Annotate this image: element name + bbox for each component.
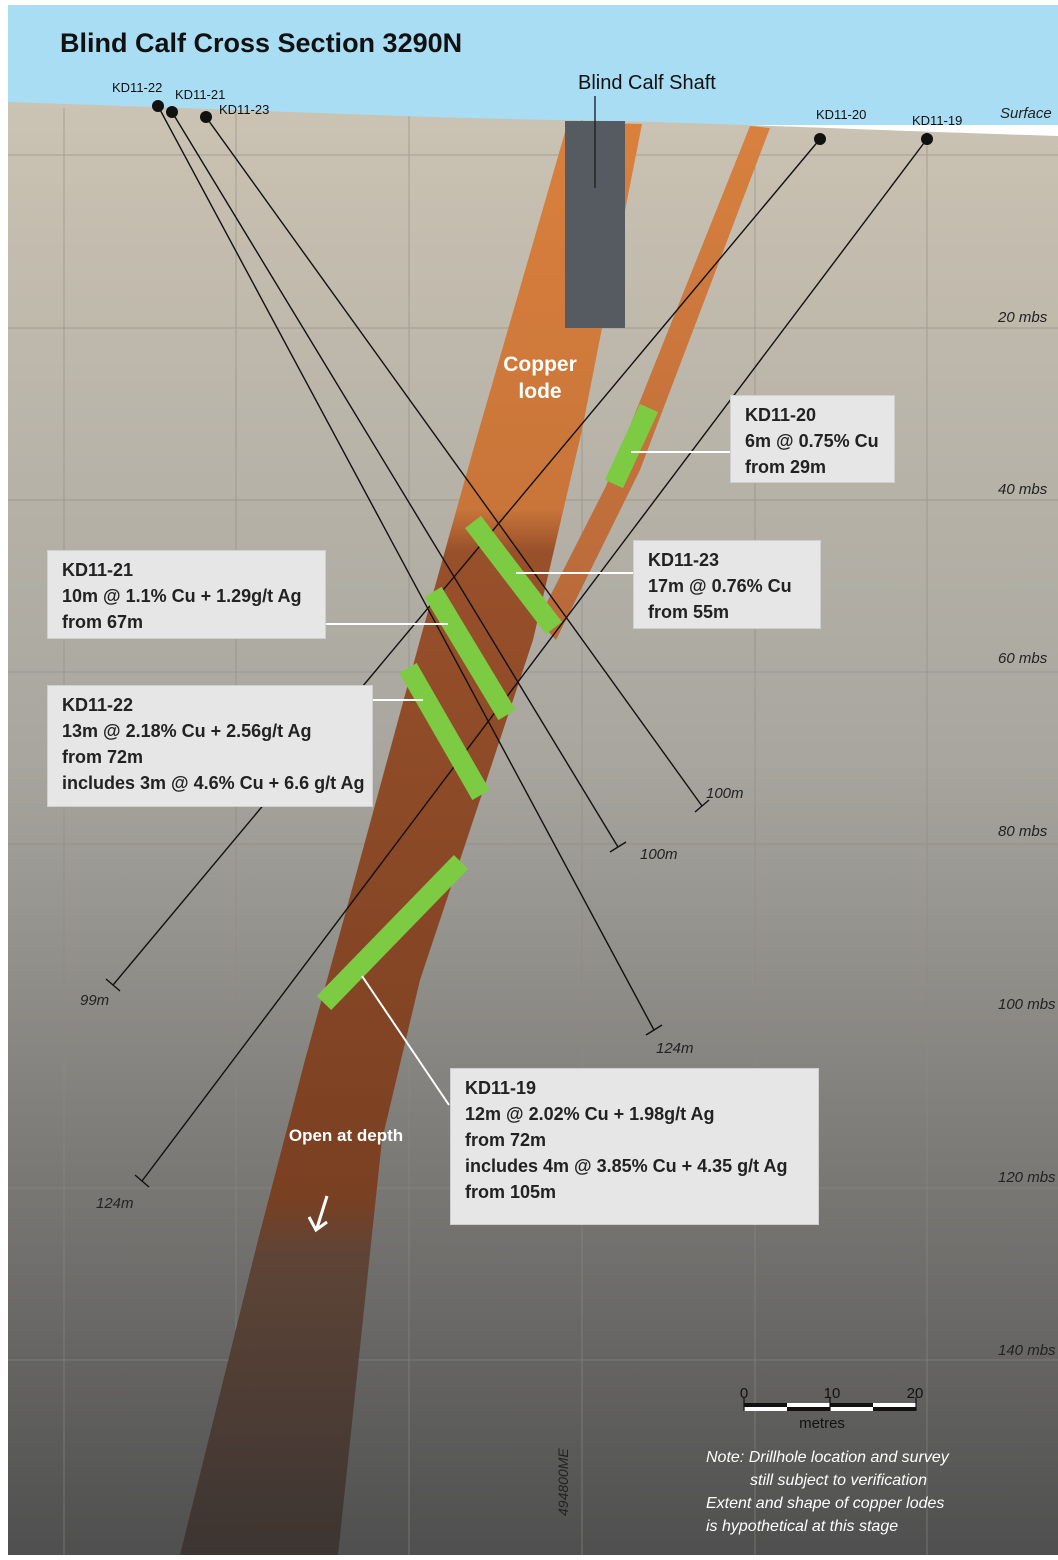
- leader-lines: [326, 451, 732, 1106]
- collar-kd11-22: [152, 100, 164, 112]
- drillhole-traces: [112, 105, 928, 1182]
- diagram-title: Blind Calf Cross Section 3290N: [60, 28, 462, 58]
- down-arrow-icon: [307, 1195, 329, 1233]
- depth-label-80: 80 mbs: [998, 823, 1048, 840]
- collar-kd11-23: [200, 111, 212, 123]
- intercepts: [316, 403, 659, 1010]
- depth-label-20: 20 mbs: [997, 309, 1048, 326]
- eoh-label-kd11-23: 100m: [706, 785, 744, 802]
- drillhole-trace-kd11-23: [205, 116, 703, 807]
- intercept-box-kd11-21: KD11-21 10m @ 1.1% Cu + 1.29g/t Ag from …: [47, 550, 326, 639]
- easting-label: 494800ME: [555, 1448, 571, 1516]
- scale-bar: 0 10 20 metres: [740, 1385, 924, 1432]
- collar-label-kd11-21: KD11-21: [175, 87, 225, 102]
- copper-lode-label: Copper lode: [503, 353, 577, 403]
- scale-tick-0: 0: [740, 1385, 748, 1402]
- depth-label-40: 40 mbs: [998, 481, 1048, 498]
- collar-kd11-21: [166, 106, 178, 118]
- depth-label-120: 120 mbs: [998, 1169, 1056, 1186]
- grid-lines: [8, 108, 1058, 1555]
- surface-label: Surface: [1000, 105, 1052, 122]
- verification-note: Note: Drillhole location and survey stil…: [706, 1449, 949, 1535]
- depth-label-60: 60 mbs: [998, 650, 1048, 667]
- eoh-label-kd11-22: 124m: [656, 1040, 694, 1057]
- intercept-box-kd11-22: KD11-22 13m @ 2.18% Cu + 2.56g/t Ag from…: [47, 685, 373, 807]
- intercept-kd11-23: [465, 515, 562, 635]
- scale-unit: metres: [799, 1415, 845, 1432]
- eoh-label-kd11-19: 124m: [96, 1195, 134, 1212]
- collar-label-kd11-20: KD11-20: [816, 107, 866, 122]
- drillhole-trace-kd11-22: [157, 105, 655, 1031]
- intercept-kd11-20: [604, 403, 659, 489]
- splay-lode: [538, 126, 770, 640]
- shaft-label: Blind Calf Shaft: [578, 72, 716, 94]
- collar-label-kd11-19: KD11-19: [912, 113, 962, 128]
- depth-label-100: 100 mbs: [998, 996, 1056, 1013]
- end-of-hole-ticks: [105, 799, 710, 1188]
- scale-tick-10: 10: [824, 1385, 841, 1402]
- depth-label-140: 140 mbs: [998, 1342, 1056, 1359]
- intercept-kd11-19: [316, 855, 469, 1010]
- intercept-box-kd11-23: KD11-23 17m @ 0.76% Cu from 55m: [633, 540, 821, 629]
- open-at-depth-label: Open at depth: [288, 1126, 404, 1145]
- sky-band: [8, 5, 1058, 125]
- intercept-box-kd11-20: KD11-20 6m @ 0.75% Cu from 29m: [730, 395, 895, 483]
- eoh-label-kd11-21: 100m: [640, 846, 678, 863]
- scale-tick-20: 20: [907, 1385, 924, 1402]
- collar-kd11-19: [921, 133, 933, 145]
- collar-label-kd11-22: KD11-22: [112, 80, 162, 95]
- drillhole-trace-kd11-21: [171, 111, 619, 848]
- collar-label-kd11-23: KD11-23: [219, 102, 269, 117]
- drillhole-trace-kd11-20: [112, 138, 821, 986]
- intercept-kd11-21: [424, 586, 516, 721]
- copper-lode: [180, 122, 642, 1555]
- collar-kd11-20: [814, 133, 826, 145]
- drillhole-trace-kd11-19: [141, 138, 928, 1182]
- intercept-box-kd11-19: KD11-19 12m @ 2.02% Cu + 1.98g/t Ag from…: [450, 1068, 819, 1225]
- drillhole-collars: [152, 100, 933, 145]
- intercept-kd11-22: [399, 663, 490, 800]
- eoh-label-kd11-20: 99m: [80, 992, 109, 1009]
